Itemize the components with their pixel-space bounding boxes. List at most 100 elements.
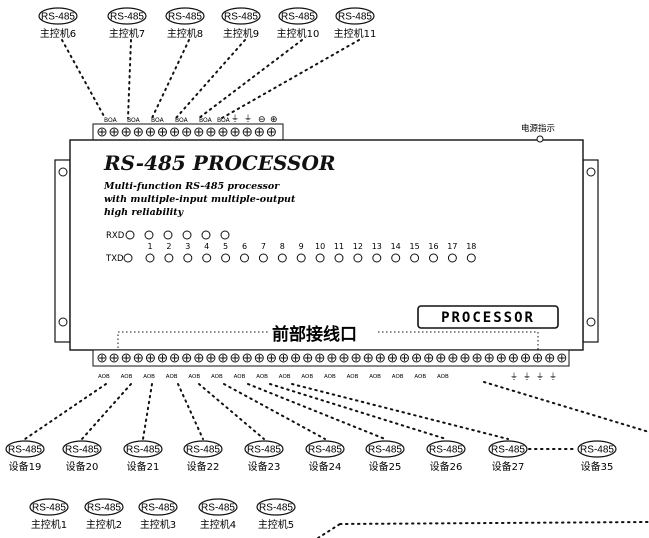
wire-top-8 [151,39,190,119]
device-设备35-oval [577,440,617,458]
top-host-11-rs485-label: RS-485 [338,12,372,23]
device-设备27-caption: 设备27 [492,460,525,473]
bottom-screw-slot [220,355,226,361]
top-host-8-rs485-label: RS-485 [168,12,202,23]
device-设备27-oval [488,440,528,458]
top-terminal-label: BOA [151,117,165,124]
device-设备23-oval [244,440,284,458]
minus-symbol: ⊖ [258,115,266,125]
mount-hole [586,167,596,177]
top-host-7-oval [107,7,147,25]
wire-device-24 [223,383,326,440]
bottom-screw-slot [449,355,456,361]
device-设备20-rs485-label: RS-485 [65,445,99,456]
rxd-led [201,230,211,240]
bottom-host-1-rs485-label: RS-485 [32,503,66,514]
bottom-screw-slot [498,355,505,361]
top-host-7-rs485-label: RS-485 [110,12,144,23]
top-host-11-caption: 主控机11 [334,27,377,40]
port-number: 7 [261,242,266,251]
bottom-screw-slot [510,355,517,361]
port-number: 15 [410,242,420,251]
top-screw-slot [244,129,251,135]
bottom-host-2-rs485-label: RS-485 [87,503,121,514]
device-设备24: RS-485 设备24 [305,440,345,473]
bottom-screw-slot [195,355,202,361]
port-number: 10 [315,242,325,251]
device-设备22-oval [183,440,223,458]
bottom-screw-slot [474,355,481,361]
top-terminal-label: BOA [217,117,231,124]
bottom-screw-slot [486,355,493,361]
top-screw-slot [207,129,214,135]
bottom-host-4-caption: 主控机4 [200,518,236,531]
bottom-terminal-label: AOB [324,374,336,380]
bottom-screw-slot [159,355,166,361]
port-number: 6 [242,242,247,251]
bottom-terminal-label: AOB [279,374,291,380]
bottom-terminal-label: AOB [369,374,381,380]
top-host-6-oval [38,7,78,25]
bottom-host-4: RS-485 主控机4 [198,498,238,531]
bottom-screw-slot [377,355,384,361]
ground-symbol: ⏚ [231,114,239,123]
top-terminal-label: BOA [175,117,189,124]
device-设备19-rs485-label: RS-485 [8,445,42,456]
top-host-9-caption: 主控机9 [223,27,259,40]
bottom-screw-slot [207,355,214,361]
device-title: RS-485 PROCESSOR [103,151,336,175]
top-terminal-label: BOA [104,117,118,124]
wire-device-21 [142,383,153,440]
bottom-screw-slot [522,355,529,361]
wire-top-6 [61,39,106,119]
wire-top-7 [127,39,132,119]
device-设备19-caption: 设备19 [9,460,42,473]
bottom-screw-slot [546,355,553,361]
bottom-device-group: RS-485设备19RS-485设备20RS-485设备21RS-485设备22… [5,440,617,473]
top-screw-slot [171,129,178,135]
top-terminal-screws [97,127,276,137]
port-led [334,253,344,263]
device-设备19: RS-485 设备19 [5,440,45,473]
port-number: 11 [334,242,344,251]
port-led [164,253,174,263]
port-led [202,253,212,263]
wire-device-22 [177,383,204,440]
bottom-screw-slot [292,355,299,361]
bottom-host-3-rs485-label: RS-485 [141,503,175,514]
port-led [391,253,401,263]
top-screw-slot [232,129,239,135]
device-设备24-rs485-label: RS-485 [308,445,342,456]
bottom-host-3-oval [138,498,178,516]
port-number: 3 [185,242,190,251]
device-设备22-caption: 设备22 [187,460,220,473]
bottom-host-5-oval [256,498,296,516]
rxd-label: RXD [106,231,125,241]
port-number: 14 [391,242,401,251]
top-terminal-label: BOA [127,117,141,124]
port-number: 12 [353,242,363,251]
bottom-screw-slot [353,355,360,361]
bottom-terminal-label: AOB [121,374,133,380]
wire-device-25 [247,383,386,440]
device-desc-line1: Multi-function RS-485 processor [103,181,280,192]
bottom-terminal-label: AOB [188,374,200,380]
wire-device-35 [483,381,649,433]
port-led [258,253,268,263]
ground-symbol: ⏚ [536,372,544,381]
top-host-9-oval [221,7,261,25]
bottom-host-4-rs485-label: RS-485 [201,503,235,514]
top-host-6-rs485-label: RS-485 [41,12,75,23]
top-screw-slot [183,129,190,135]
bottom-screw-slot [244,355,251,361]
wire-device-19 [24,383,107,440]
bottom-screw-slot [304,355,311,361]
device-设备24-caption: 设备24 [309,460,342,473]
